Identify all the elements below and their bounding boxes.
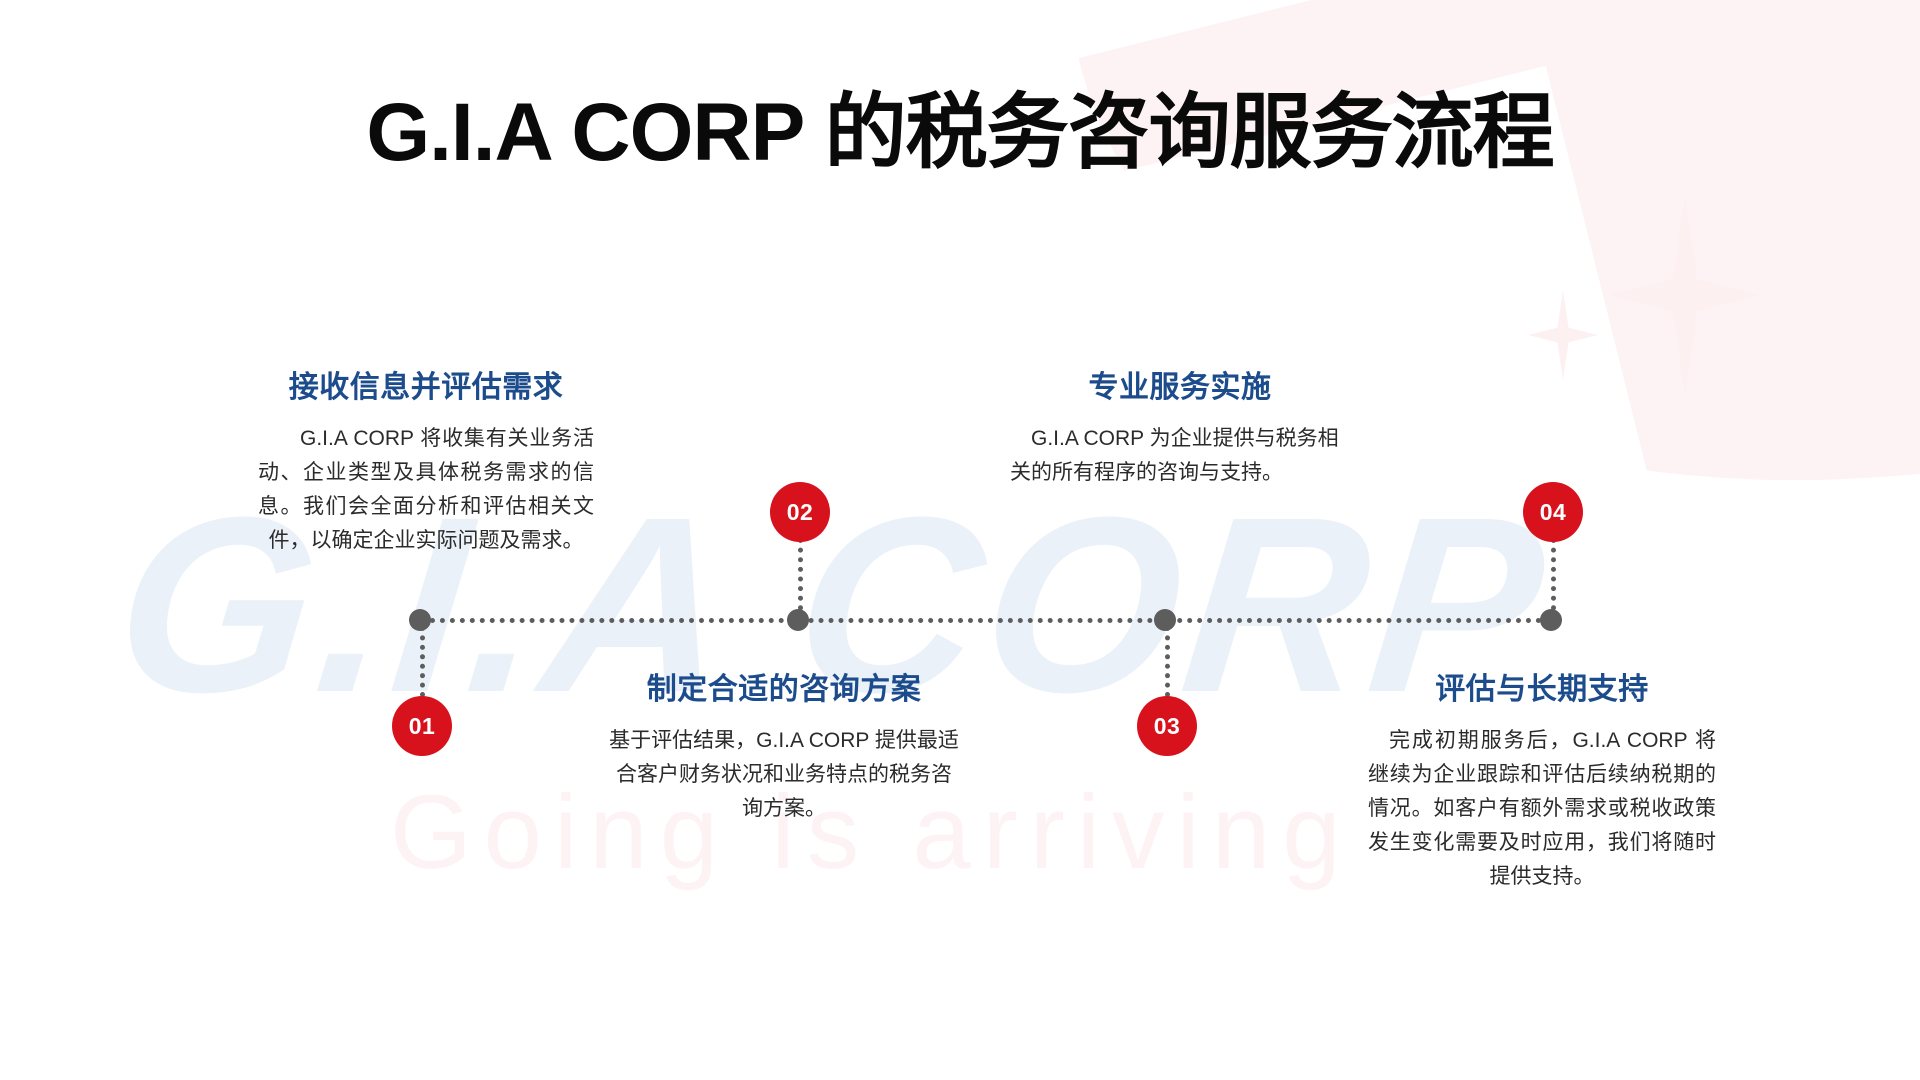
step-block-01: 接收信息并评估需求 G.I.A CORP 将收集有关业务活动、企业类型及具体税务… xyxy=(258,370,594,558)
step-heading-03: 专业服务实施 xyxy=(1088,371,1272,404)
step-heading-04: 评估与长期支持 xyxy=(1435,673,1649,706)
step-block-04: 评估与长期支持 完成初期服务后，G.I.A CORP 将继续为企业跟踪和评估后续… xyxy=(1368,672,1716,894)
timeline-axis xyxy=(420,618,1552,623)
step-badge-04[interactable]: 04 xyxy=(1523,482,1583,542)
step-body-04: 完成初期服务后，G.I.A CORP 将继续为企业跟踪和评估后续纳税期的情况。如… xyxy=(1368,729,1716,889)
step-badge-03[interactable]: 03 xyxy=(1137,696,1197,756)
timeline-stem-1 xyxy=(420,626,425,716)
timeline-stem-4 xyxy=(1551,538,1556,620)
step-body-02: 基于评估结果，G.I.A CORP 提供最适合客户财务状况和业务特点的税务咨询方… xyxy=(609,729,959,821)
step-badge-02[interactable]: 02 xyxy=(770,482,830,542)
timeline-node-1 xyxy=(409,609,431,631)
step-body-03: G.I.A CORP 为企业提供与税务相关的所有程序的咨询与支持。 xyxy=(1010,427,1339,485)
step-body-01: G.I.A CORP 将收集有关业务活动、企业类型及具体税务需求的信息。我们会全… xyxy=(258,427,594,553)
step-block-03: 专业服务实施 G.I.A CORP 为企业提供与税务相关的所有程序的咨询与支持。 xyxy=(1010,370,1350,490)
step-block-02: 制定合适的咨询方案 基于评估结果，G.I.A CORP 提供最适合客户财务状况和… xyxy=(608,672,960,826)
step-heading-02: 制定合适的咨询方案 xyxy=(646,673,922,706)
step-badge-01[interactable]: 01 xyxy=(392,696,452,756)
timeline-node-2 xyxy=(787,609,809,631)
timeline-stem-2 xyxy=(798,538,803,620)
page-title: G.I.A CORP 的税务咨询服务流程 xyxy=(366,87,1554,178)
step-heading-01: 接收信息并评估需求 xyxy=(288,371,564,404)
